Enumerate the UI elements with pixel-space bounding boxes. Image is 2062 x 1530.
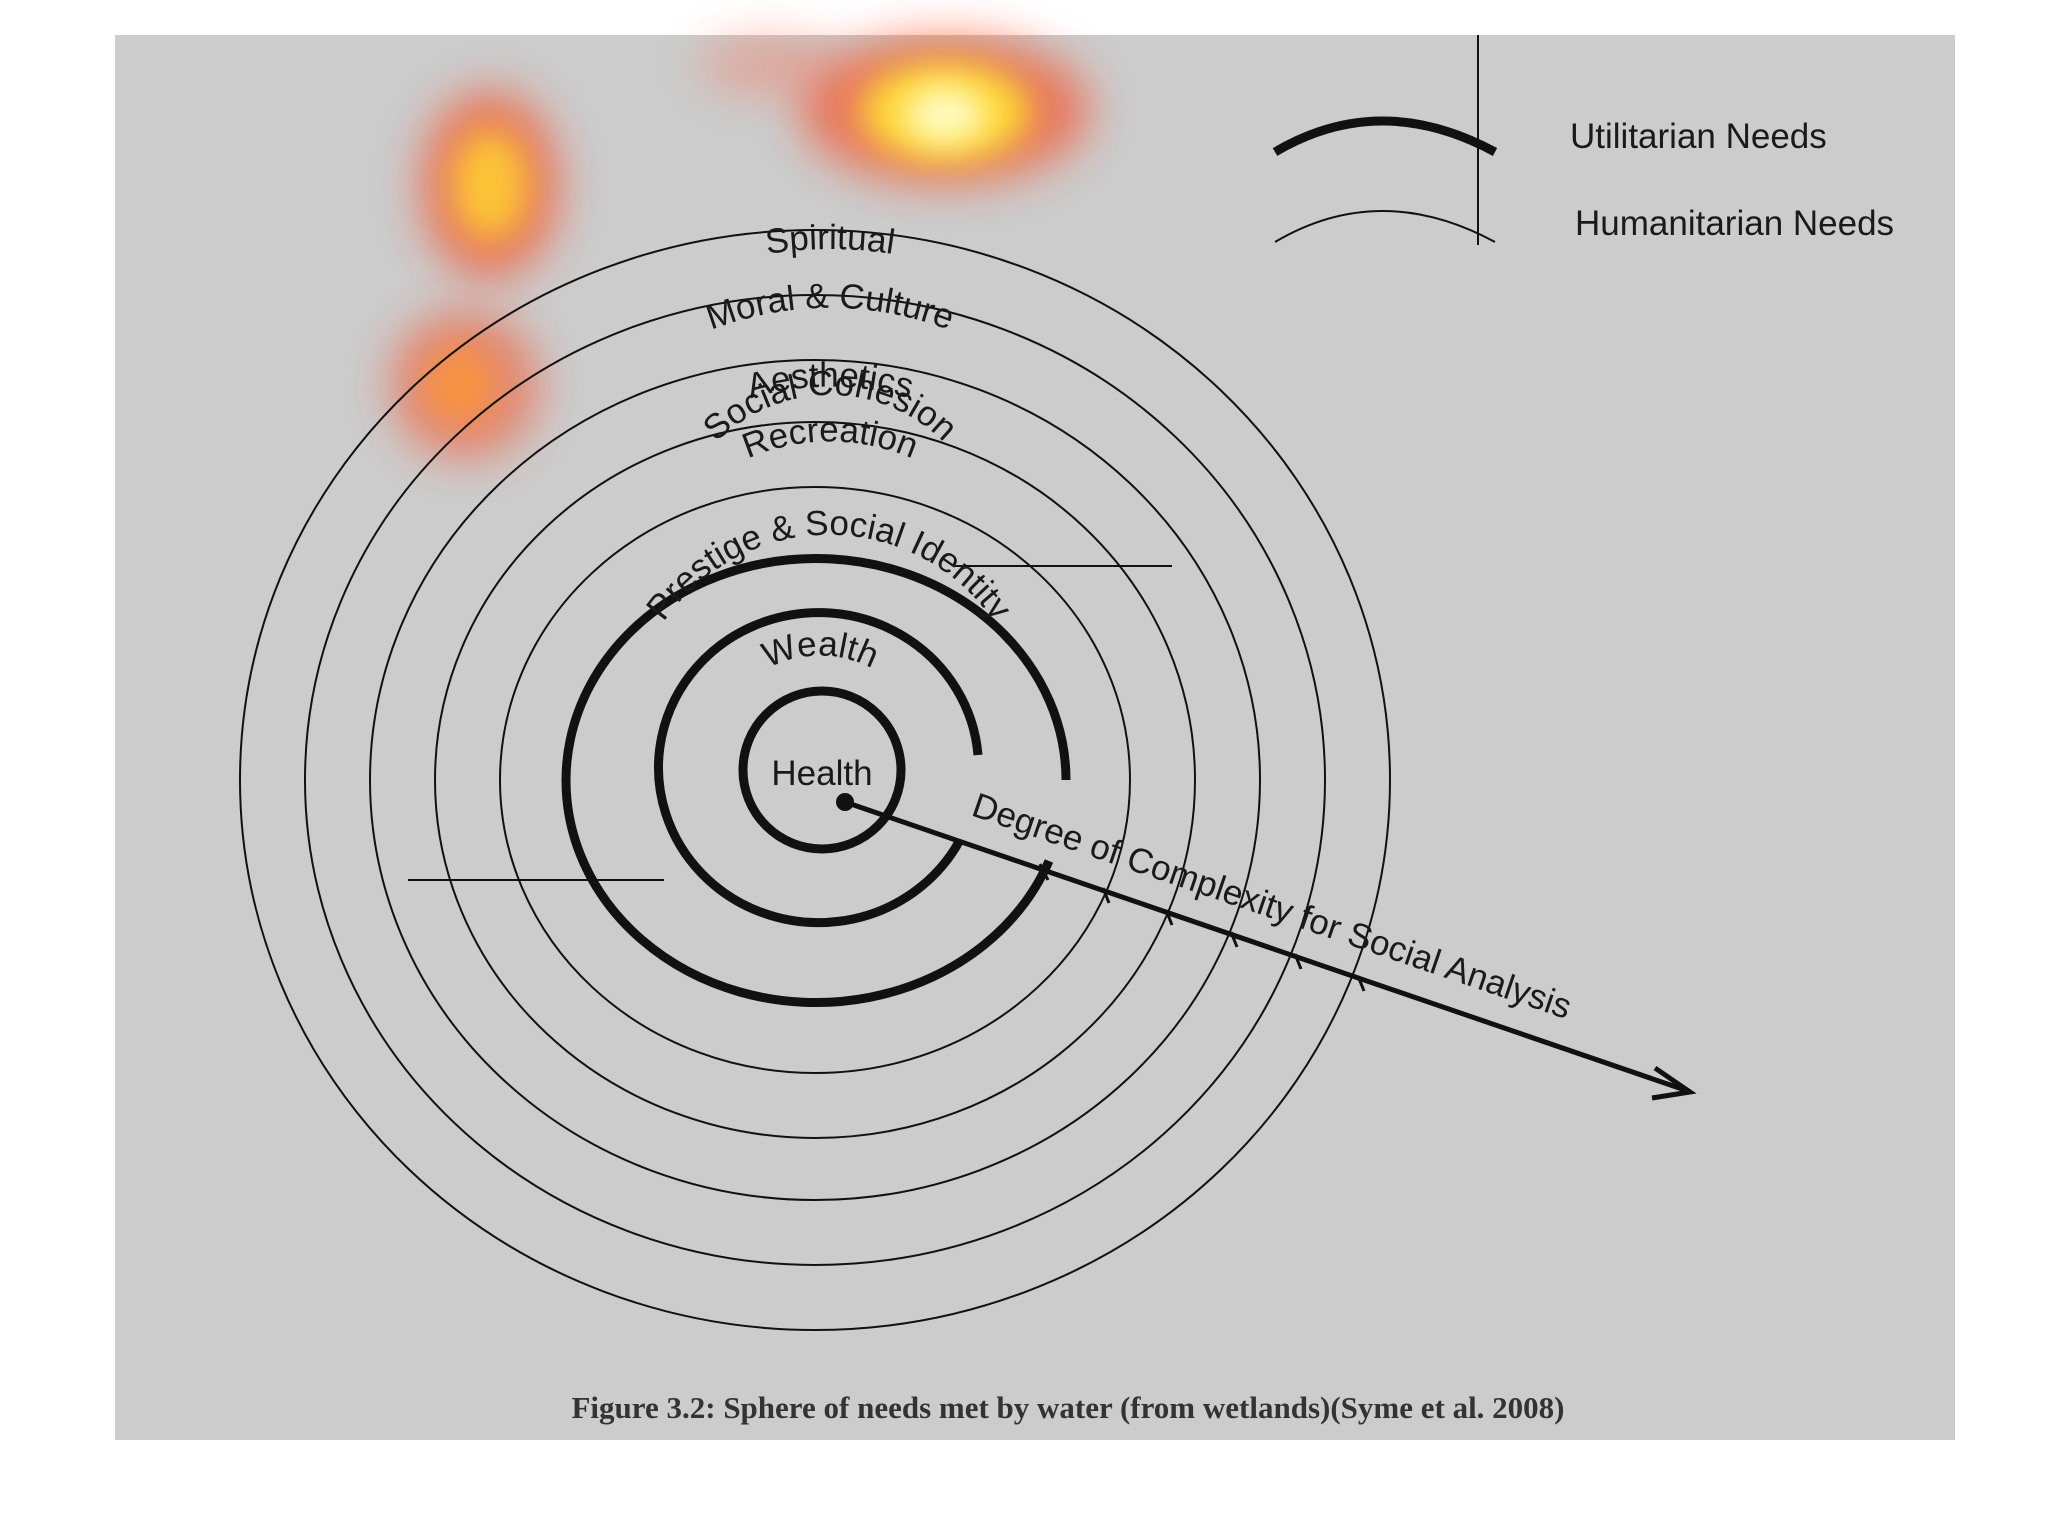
legend-humanitarian-swatch [1274, 210, 1496, 243]
ring-moral-culture [304, 294, 1326, 1266]
label-health: Health [771, 754, 872, 793]
figure-panel [115, 35, 1955, 1440]
heatmap-overlay [390, 35, 1090, 460]
axis-arrowhead [1651, 1065, 1697, 1101]
legend-utilitarian-swatch [1272, 116, 1498, 156]
legend: Utilitarian Needs Humanitarian Needs [1272, 35, 1894, 245]
ring-recreation [434, 421, 1196, 1139]
utilitarian-rings [561, 554, 1071, 1008]
ring-prestige-social-identity [561, 554, 1071, 1008]
legend-utilitarian-label: Utilitarian Needs [1570, 117, 1827, 156]
ring-health [738, 686, 906, 854]
ring-wealth [654, 608, 983, 928]
axis-arrow-shaft [844, 799, 1686, 1093]
ring-spiritual [239, 229, 1391, 1331]
label-spiritual: Spiritual [763, 218, 898, 262]
ring-social-cohesion [499, 486, 1131, 1074]
humanitarian-rings [239, 229, 1391, 1331]
legend-humanitarian-label: Humanitarian Needs [1575, 204, 1894, 243]
ring-aesthetics [369, 359, 1261, 1201]
figure-caption: Figure 3.2: Sphere of needs met by water… [572, 1390, 1565, 1425]
